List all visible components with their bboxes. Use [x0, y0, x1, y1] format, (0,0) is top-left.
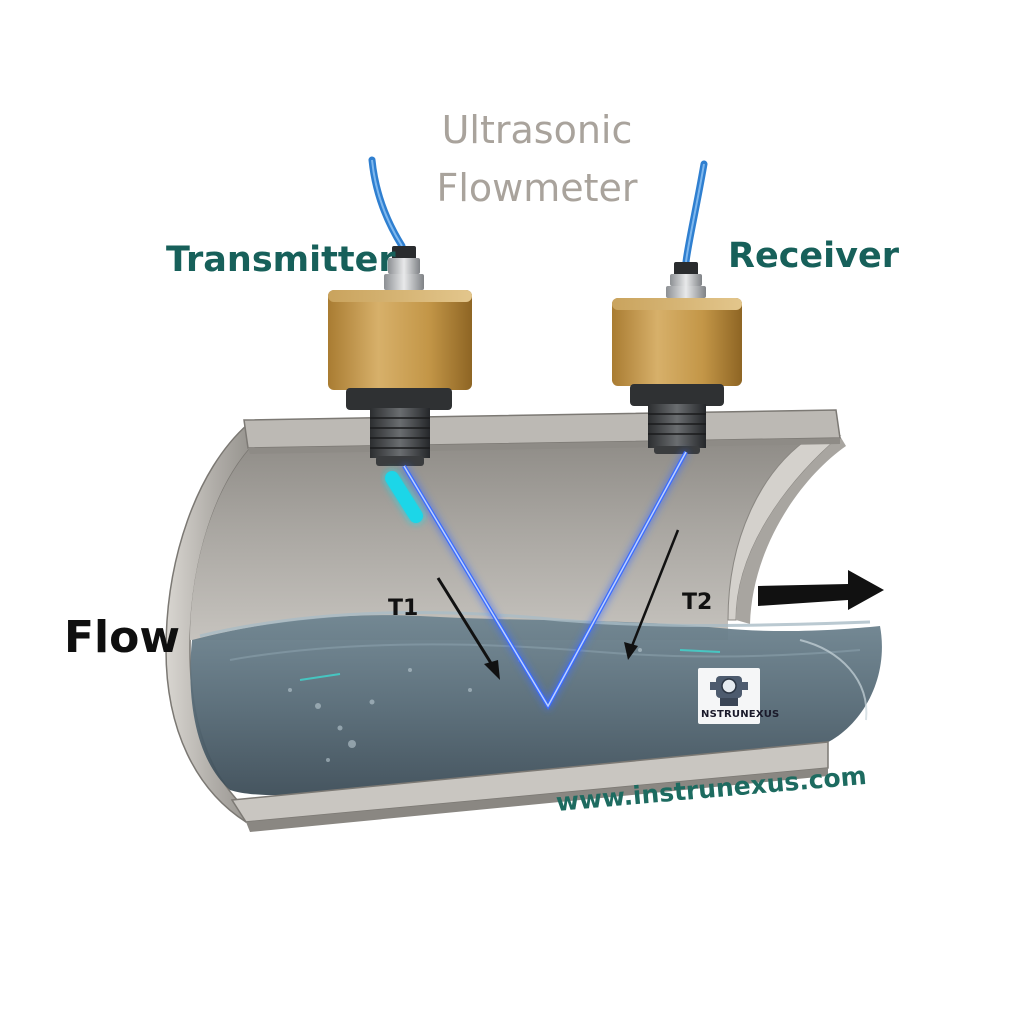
transmitter-transducer	[328, 246, 472, 466]
pipe-right-rim	[736, 436, 846, 624]
ultrasonic-pulse-icon	[385, 471, 423, 523]
diagram-title-line2: Flowmeter	[436, 166, 638, 210]
t1-label: T1	[388, 596, 419, 621]
t2-arrow-icon	[624, 529, 680, 660]
pipe-inner-surface	[190, 436, 812, 640]
flow-direction-arrow-icon	[758, 570, 884, 610]
t2-label: T2	[682, 590, 713, 615]
t1-arrow-icon	[436, 577, 500, 680]
transmitter-label: Transmitter	[166, 240, 396, 280]
flow-label: Flow	[64, 612, 181, 663]
brand-logo	[698, 668, 760, 724]
brand-name: NSTRUNEXUS	[701, 709, 780, 720]
water-stream	[190, 615, 882, 796]
receiver-transducer	[612, 262, 742, 454]
transmitter-gauge-icon	[710, 676, 748, 706]
receiver-label: Receiver	[728, 236, 899, 276]
diagram-title-line1: Ultrasonic	[441, 108, 633, 152]
